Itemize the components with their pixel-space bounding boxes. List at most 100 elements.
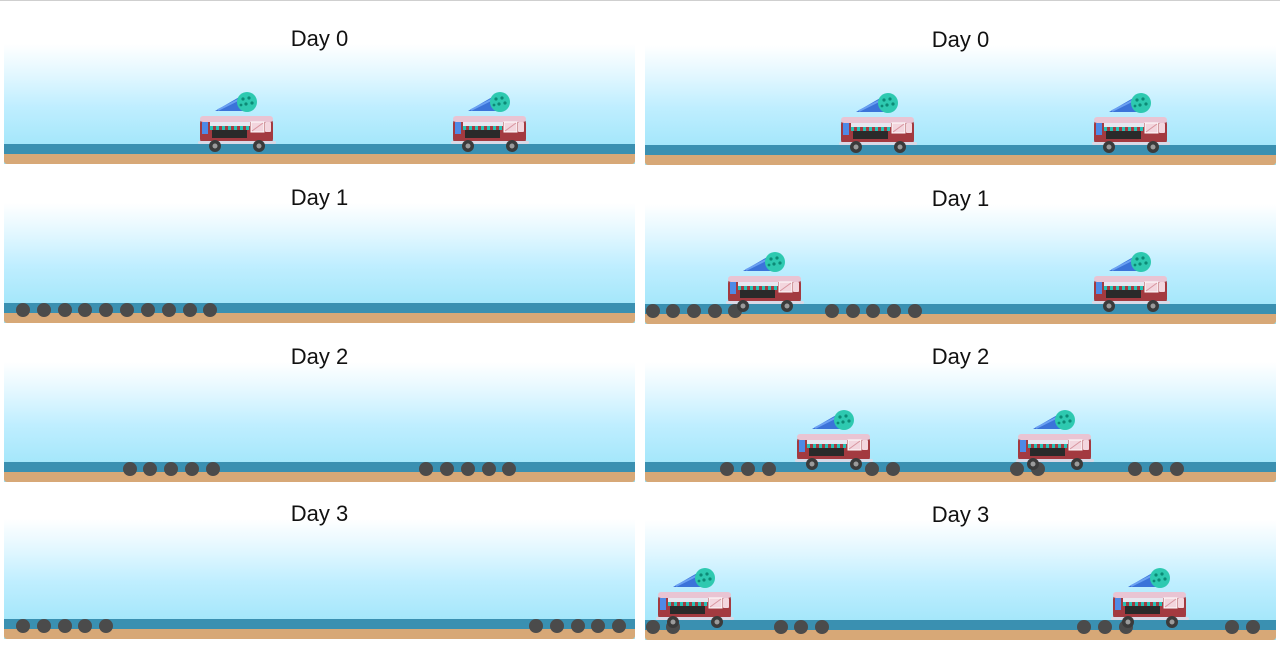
sand xyxy=(4,313,635,323)
customer-dot xyxy=(887,304,902,318)
ice-cream-truck-icon xyxy=(655,568,735,634)
road xyxy=(645,304,1276,314)
ground xyxy=(645,304,1276,324)
customer-dot xyxy=(1097,620,1112,634)
customer-dot xyxy=(502,462,517,476)
road xyxy=(645,620,1276,630)
dot-row xyxy=(645,304,1276,318)
ground xyxy=(645,620,1276,640)
customer-dot xyxy=(591,619,606,633)
day-panel: Day 3 xyxy=(645,490,1276,640)
day-panel: Day 2 xyxy=(4,332,635,482)
customer-dot xyxy=(1224,620,1239,634)
road xyxy=(4,144,635,154)
customer-dot xyxy=(612,619,627,633)
customer-dot xyxy=(885,462,900,476)
ice-cream-truck-icon xyxy=(197,92,277,158)
customer-dot xyxy=(164,462,179,476)
customer-dot xyxy=(549,619,564,633)
road xyxy=(645,145,1276,155)
road xyxy=(4,619,635,629)
day-label: Day 1 xyxy=(290,185,349,210)
day-panel: Day 1 xyxy=(645,174,1276,324)
sand xyxy=(645,314,1276,324)
day-label: Day 0 xyxy=(931,27,990,52)
ground xyxy=(4,144,635,164)
sand xyxy=(645,472,1276,482)
day-label: Day 2 xyxy=(290,344,349,369)
ice-cream-truck-icon xyxy=(1110,568,1190,634)
customer-dot xyxy=(120,303,135,317)
customer-dot xyxy=(687,304,702,318)
customer-dot xyxy=(57,303,72,317)
customer-dot xyxy=(1010,462,1025,476)
ice-cream-truck-icon xyxy=(1091,93,1171,159)
customer-dot xyxy=(460,462,475,476)
customer-dot xyxy=(865,462,880,476)
day-panel: Day 3 xyxy=(4,489,635,639)
customer-dot xyxy=(439,462,454,476)
ice-cream-truck-icon xyxy=(725,252,805,318)
sand xyxy=(4,472,635,482)
customer-dot xyxy=(36,619,51,633)
customer-dot xyxy=(570,619,585,633)
sand xyxy=(645,155,1276,165)
ground xyxy=(4,462,635,482)
customer-dot xyxy=(78,619,93,633)
customer-dot xyxy=(15,619,30,633)
sand xyxy=(4,154,635,164)
dot-row xyxy=(4,303,635,317)
dot-row xyxy=(645,462,1276,476)
customer-dot xyxy=(36,303,51,317)
dot-row xyxy=(4,462,635,476)
customer-dot xyxy=(845,304,860,318)
day-panel: Day 0 xyxy=(645,15,1276,165)
customer-dot xyxy=(761,462,776,476)
customer-dot xyxy=(481,462,496,476)
top-divider xyxy=(0,0,1280,1)
ground xyxy=(645,145,1276,165)
day-label: Day 0 xyxy=(290,26,349,51)
customer-dot xyxy=(708,304,723,318)
sand xyxy=(645,630,1276,640)
customer-dot xyxy=(815,620,830,634)
road xyxy=(4,462,635,472)
day-label: Day 1 xyxy=(931,186,990,211)
customer-dot xyxy=(908,304,923,318)
customer-dot xyxy=(720,462,735,476)
customer-dot xyxy=(419,462,434,476)
customer-dot xyxy=(1128,462,1143,476)
customer-dot xyxy=(773,620,788,634)
customer-dot xyxy=(666,304,681,318)
ground xyxy=(4,619,635,639)
customer-dot xyxy=(1169,462,1184,476)
customer-dot xyxy=(740,462,755,476)
ice-cream-truck-icon xyxy=(1091,252,1171,318)
customer-dot xyxy=(57,619,72,633)
customer-dot xyxy=(1149,462,1164,476)
dot-row xyxy=(4,144,635,158)
road xyxy=(4,303,635,313)
customer-dot xyxy=(99,303,114,317)
customer-dot xyxy=(645,620,660,634)
customer-dot xyxy=(140,303,155,317)
customer-dot xyxy=(143,462,158,476)
day-panel: Day 2 xyxy=(645,332,1276,482)
customer-dot xyxy=(185,462,200,476)
dot-row xyxy=(645,145,1276,159)
ice-cream-truck-icon xyxy=(1015,410,1095,476)
ice-cream-truck-icon xyxy=(794,410,874,476)
customer-dot xyxy=(794,620,809,634)
customer-dot xyxy=(205,462,220,476)
customer-dot xyxy=(182,303,197,317)
customer-dot xyxy=(645,304,660,318)
ice-cream-truck-icon xyxy=(838,93,918,159)
customer-dot xyxy=(78,303,93,317)
dot-row xyxy=(4,619,635,633)
ground xyxy=(4,303,635,323)
customer-dot xyxy=(203,303,218,317)
customer-dot xyxy=(1077,620,1092,634)
day-label: Day 2 xyxy=(931,344,990,369)
customer-dot xyxy=(99,619,114,633)
road xyxy=(645,462,1276,472)
